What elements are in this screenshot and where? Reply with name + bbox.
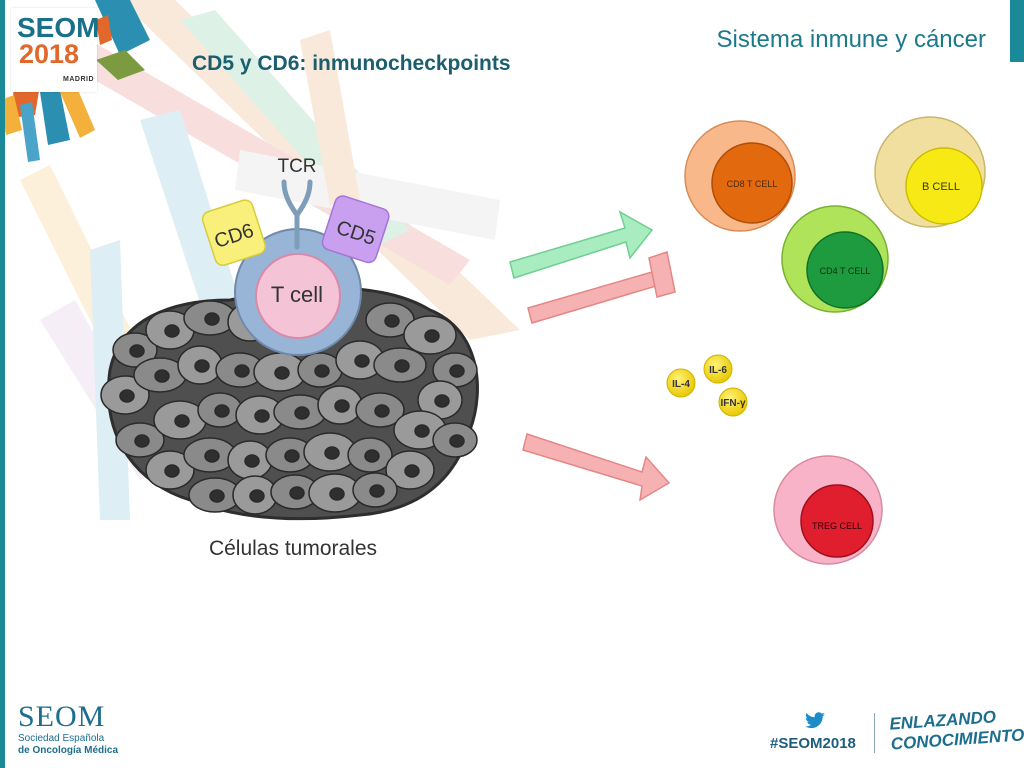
logo-year: 2018 — [19, 39, 80, 69]
t-cell-label: T cell — [271, 282, 323, 307]
tumor-cell-nucleus — [204, 312, 220, 326]
tumor-cell-nucleus — [129, 344, 145, 358]
tumor-cell-nucleus — [204, 449, 220, 463]
cd4-label: CD4 T CELL — [820, 266, 871, 276]
tumor-cell-nucleus — [174, 414, 190, 428]
tumor-cell-nucleus — [374, 404, 390, 418]
tumor-cell-nucleus — [404, 464, 420, 478]
tcr-receptor — [281, 179, 313, 250]
cd8-label: CD8 T CELL — [727, 179, 778, 189]
tumor-cell-nucleus — [294, 406, 310, 420]
tumor-cell-nucleus — [254, 409, 270, 423]
treg-cell — [773, 455, 883, 565]
footer-org-name: SEOM — [18, 700, 106, 733]
tumor-cell-nucleus — [334, 399, 350, 413]
il6-label: IL-6 — [709, 365, 727, 376]
tumor-cell-nucleus — [384, 314, 400, 328]
tumor-cell-nucleus — [244, 454, 260, 468]
right-accent-bar — [1010, 0, 1024, 62]
footer-org-line1: Sociedad Española — [18, 733, 105, 744]
b-cell — [874, 116, 986, 228]
tcr-label: TCR — [277, 156, 316, 177]
tumor-cell-nucleus — [424, 329, 440, 343]
tumor-cell-nucleus — [329, 487, 345, 501]
section-title: Sistema inmune y cáncer — [716, 26, 986, 53]
footer-hashtag[interactable]: #SEOM2018 — [770, 735, 856, 752]
tumor-cell-nucleus — [394, 359, 410, 373]
tumor-cell-nucleus — [414, 424, 430, 438]
cd5-receptor — [321, 195, 390, 264]
il4-cytokine — [666, 368, 696, 398]
tumor-cell-nucleus — [434, 394, 450, 408]
tumor-cell-nucleus — [164, 464, 180, 478]
footer-divider — [874, 713, 875, 753]
tumor-label: Células tumorales — [209, 537, 377, 560]
tumor-cell-nucleus — [234, 364, 250, 378]
t-cell — [234, 228, 362, 356]
tumor-cell-nucleus — [354, 354, 370, 368]
tumor-cell-nucleus — [154, 369, 170, 383]
tumor-cell-nucleus — [449, 434, 465, 448]
inhibition-arrow-top — [527, 251, 676, 324]
il6-cytokine — [703, 354, 733, 384]
cd6-receptor — [201, 199, 267, 267]
footer-org-line2: de Oncología Médica — [18, 745, 119, 756]
slide-title: CD5 y CD6: inmunocheckpoints — [192, 52, 511, 75]
tumor-cell-nucleus — [164, 324, 180, 338]
cd8-t-cell — [684, 120, 796, 232]
tumor-cell-nucleus — [284, 449, 300, 463]
twitter-icon[interactable] — [804, 712, 826, 730]
tumor-cell-nucleus — [249, 489, 265, 503]
ifn-gamma-cytokine — [718, 387, 748, 417]
logo-text: SEOM — [17, 12, 100, 43]
stimulation-arrow — [509, 210, 654, 279]
tumor-cell-nucleus — [324, 446, 340, 460]
inhibition-arrow-bottom — [522, 433, 671, 502]
tumor-cell-nucleus — [364, 449, 380, 463]
tumor-cell-nucleus — [449, 364, 465, 378]
left-accent-bar — [0, 0, 5, 768]
tumor-cell-nucleus — [289, 486, 305, 500]
tumor-cell-nucleus — [369, 484, 385, 498]
tumor-cell-nucleus — [209, 489, 225, 503]
tumor-cell-cluster — [100, 286, 479, 521]
tumor-cell-nucleus — [194, 359, 210, 373]
tumor-cell-nucleus — [274, 366, 290, 380]
tumor-cell-nucleus — [134, 434, 150, 448]
il4-label: IL-4 — [672, 379, 690, 390]
tumor-cell-nucleus — [314, 364, 330, 378]
cd4-t-cell — [781, 205, 889, 313]
seom-2018-logo: SEOM 2018 MADRID — [11, 8, 100, 92]
tumor-cell-nucleus — [119, 389, 135, 403]
treg-label: TREG CELL — [812, 521, 862, 531]
logo-city: MADRID — [63, 76, 94, 83]
b-cell-label: B CELL — [922, 181, 960, 193]
tumor-cell-nucleus — [214, 404, 230, 418]
ifn-gamma-label: IFN-γ — [721, 398, 746, 409]
